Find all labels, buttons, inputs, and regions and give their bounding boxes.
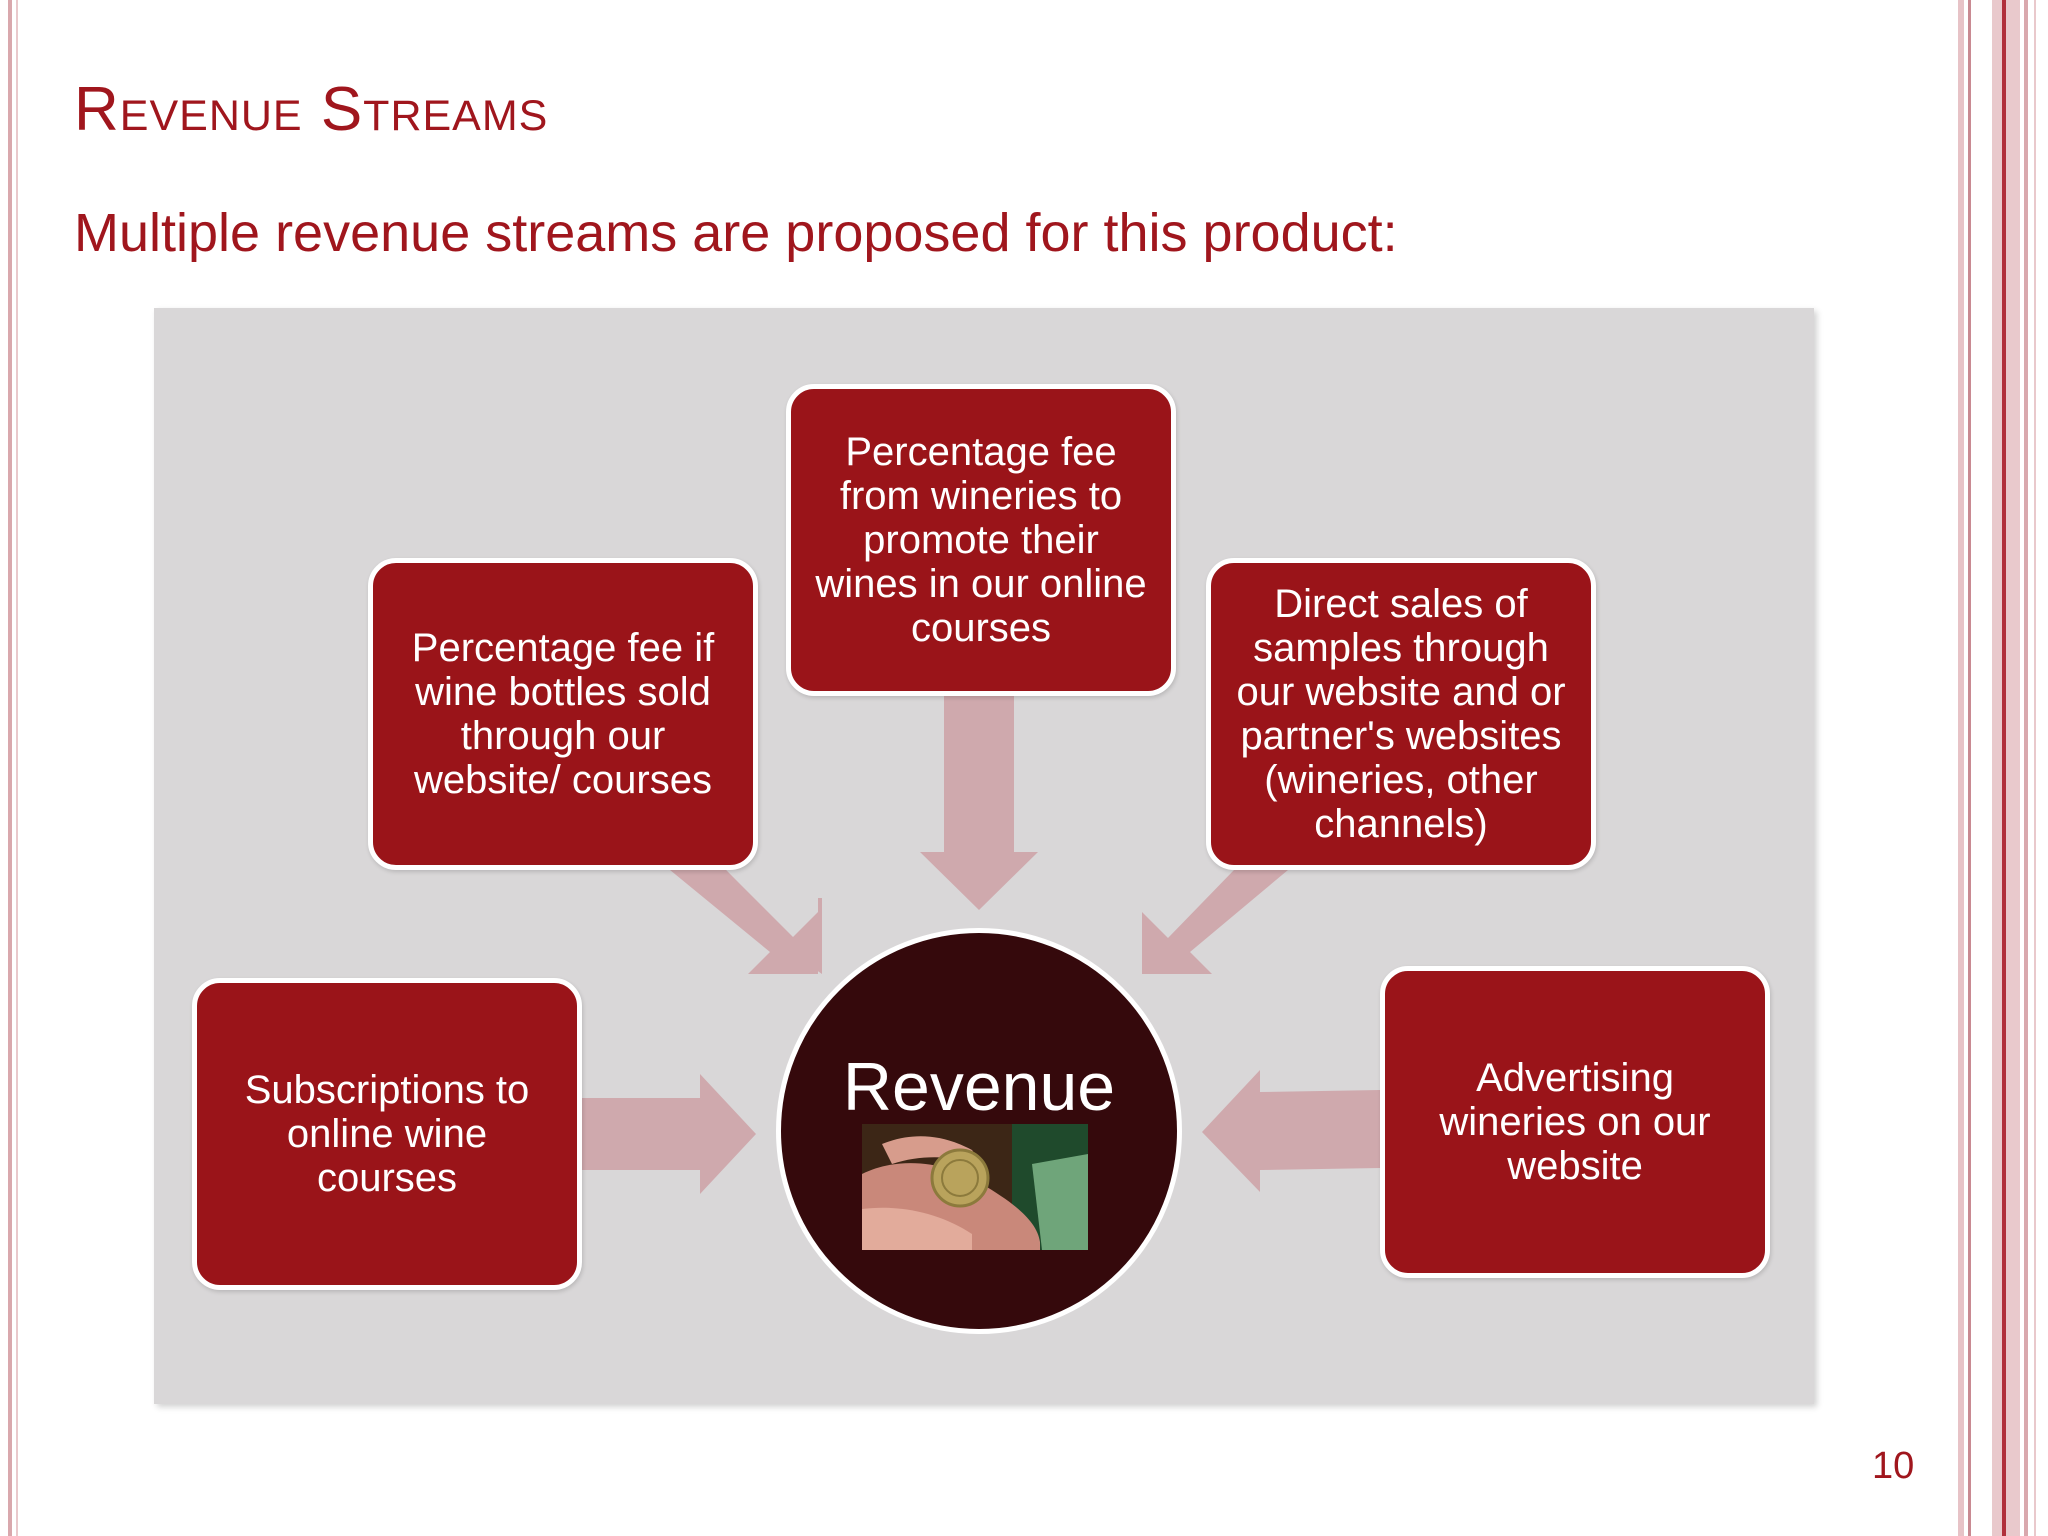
coin-in-hand-photo — [862, 1124, 1088, 1250]
slide-subtitle: Multiple revenue streams are proposed fo… — [74, 203, 1398, 263]
arrow-diag-left — [670, 870, 818, 974]
arrow-left — [580, 1074, 756, 1194]
node-winery-fee-label: Percentage fee from wineries to promote … — [815, 430, 1147, 650]
slide-frame-right — [1958, 0, 2048, 1536]
node-bottle-fee: Percentage fee if wine bottles sold thro… — [368, 558, 758, 870]
node-advertising: Advertising wineries on our website — [1380, 966, 1770, 1278]
revenue-circle: Revenue — [776, 928, 1182, 1334]
node-direct-sales: Direct sales of samples through our webs… — [1206, 558, 1596, 870]
node-subscriptions: Subscriptions to online wine courses — [192, 978, 582, 1290]
slide-frame-left — [0, 0, 24, 1536]
diagram-panel: Percentage fee if wine bottles sold thro… — [154, 308, 1814, 1404]
node-advertising-label: Advertising wineries on our website — [1439, 1056, 1711, 1188]
node-winery-fee: Percentage fee from wineries to promote … — [786, 384, 1176, 696]
node-direct-sales-label: Direct sales of samples through our webs… — [1236, 582, 1566, 846]
node-subscriptions-label: Subscriptions to online wine courses — [244, 1068, 530, 1200]
arrow-top — [920, 696, 1038, 910]
arrow-right — [1202, 1070, 1380, 1192]
revenue-label: Revenue — [842, 1049, 1116, 1125]
slide-title: Revenue Streams — [74, 75, 549, 144]
node-bottle-fee-label: Percentage fee if wine bottles sold thro… — [411, 626, 715, 802]
diagram-arrows — [580, 696, 1380, 1194]
arrow-diag-right — [1142, 870, 1288, 974]
page-number: 10 — [1872, 1445, 1915, 1487]
